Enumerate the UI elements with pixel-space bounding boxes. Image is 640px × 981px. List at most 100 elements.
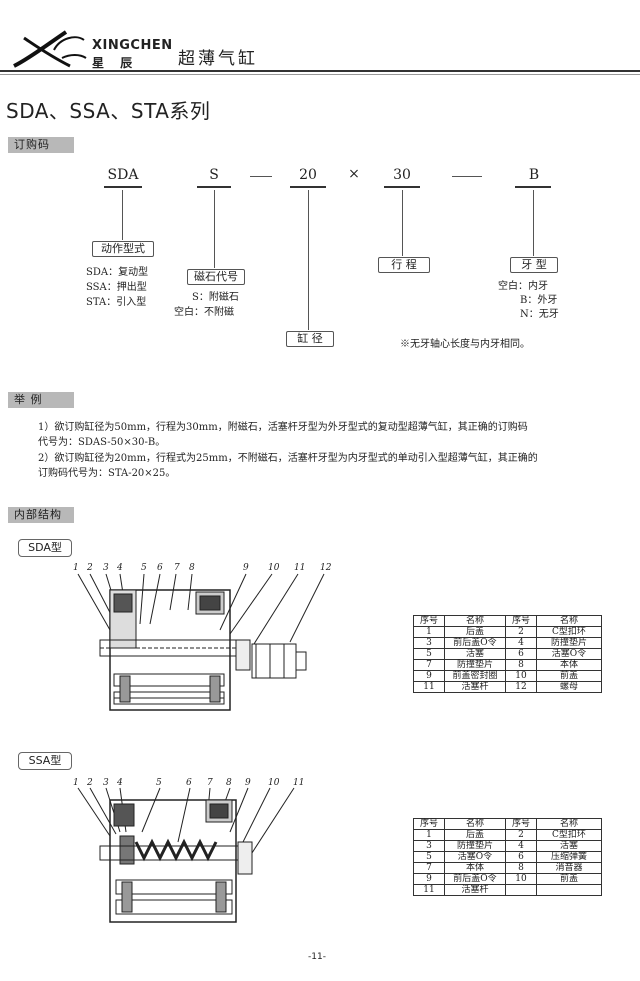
- part-number: 8: [189, 563, 195, 573]
- table-cell: 本体: [444, 862, 506, 874]
- part-number: 2: [87, 778, 93, 788]
- table-cell: 3: [413, 637, 445, 649]
- brand-name-cn: 星 辰: [92, 56, 139, 70]
- thread-note: ※无牙轴心长度与内牙相同。: [400, 339, 530, 350]
- table-cell: 4: [505, 637, 537, 649]
- table-cell: 4: [505, 840, 537, 852]
- part-number: 11: [294, 563, 306, 573]
- bore-label: 缸 径: [286, 331, 334, 347]
- table-cell: 7: [413, 659, 445, 671]
- table-header: 序号: [505, 818, 537, 830]
- part-number: 12: [320, 563, 332, 573]
- leader-line: [533, 190, 534, 256]
- table-cell: [536, 884, 602, 896]
- sda-type-label: SDA型: [18, 539, 72, 557]
- section-label-examples: 举 例: [8, 392, 74, 408]
- table-header: 序号: [413, 818, 445, 830]
- table-cell: 防撞垫片: [536, 637, 602, 649]
- code-action: SDA: [107, 167, 139, 183]
- action-option: SDA：复动型: [86, 267, 149, 278]
- table-cell: 活塞: [444, 648, 506, 660]
- header-rule-thin: [0, 74, 640, 75]
- page-number: -11-: [308, 952, 326, 962]
- table-cell: 8: [505, 659, 537, 671]
- table-cell: 1: [413, 829, 445, 841]
- code-bore: 20: [299, 167, 317, 183]
- table-cell: 10: [505, 873, 537, 885]
- leader-line: [402, 190, 403, 256]
- table-cell: 前后盖O令: [444, 873, 506, 885]
- series-title: SDA、SSA、STA系列: [6, 99, 211, 123]
- code-times: ×: [348, 166, 360, 182]
- code-underline: [197, 186, 231, 188]
- code-underline: [290, 186, 326, 188]
- brand-name: XINGCHEN: [92, 38, 173, 53]
- part-number: 2: [87, 563, 93, 573]
- code-thread: B: [528, 167, 540, 183]
- table-cell: 6: [505, 648, 537, 660]
- leader-line: [214, 190, 215, 268]
- table-cell: 活塞O令: [536, 648, 602, 660]
- magnet-option: 空白：不附磁: [174, 307, 234, 318]
- part-number: 1: [73, 563, 79, 573]
- code-underline: [515, 186, 551, 188]
- table-cell: 活塞杆: [444, 681, 506, 693]
- part-number: 5: [156, 778, 162, 788]
- ssa-cylinder-drawing: [77, 787, 295, 923]
- thread-option: N：无牙: [520, 309, 559, 320]
- table-cell: 8: [505, 862, 537, 874]
- part-number: 10: [268, 778, 280, 788]
- part-number: 10: [268, 563, 280, 573]
- example-line: 2）欲订购缸径为20mm，行程式为25mm，不附磁石，活塞杆牙型为内牙型式的单动…: [38, 453, 538, 464]
- table-header: 名称: [536, 818, 602, 830]
- part-number: 6: [157, 563, 163, 573]
- table-cell: 压缩弹簧: [536, 851, 602, 863]
- table-cell: 7: [413, 862, 445, 874]
- table-cell: 活塞杆: [444, 884, 506, 896]
- leader-line: [308, 190, 309, 330]
- action-option: SSA：押出型: [86, 282, 147, 293]
- table-header: 序号: [413, 615, 445, 627]
- section-label-structure: 内部结构: [8, 507, 74, 523]
- part-number: 3: [103, 778, 109, 788]
- table-cell: 3: [413, 840, 445, 852]
- table-cell: 后盖: [444, 626, 506, 638]
- table-cell: 后盖: [444, 829, 506, 841]
- table-cell: 活塞O令: [444, 851, 506, 863]
- example-line: 代号为：SDAS-50×30-B。: [38, 437, 166, 448]
- table-cell: 本体: [536, 659, 602, 671]
- table-cell: 5: [413, 648, 445, 660]
- table-cell: C型扣环: [536, 626, 602, 638]
- part-number: 9: [243, 563, 249, 573]
- thread-option: 空白：内牙: [498, 281, 548, 292]
- table-cell: 防撞垫片: [444, 659, 506, 671]
- example-line: 1）欲订购缸径为50mm，行程为30mm，附磁石，活塞杆牙型为外牙型式的复动型超…: [38, 422, 528, 433]
- example-line: 订购码代号为：STA-20×25。: [38, 468, 176, 479]
- table-cell: 前盖密封圈: [444, 670, 506, 682]
- table-cell: 2: [505, 626, 537, 638]
- table-cell: [505, 884, 537, 896]
- thread-option: B：外牙: [520, 295, 558, 306]
- part-number: 7: [207, 778, 213, 788]
- table-cell: 5: [413, 851, 445, 863]
- part-number: 4: [117, 778, 123, 788]
- action-option: STA：引入型: [86, 297, 147, 308]
- table-header: 序号: [505, 615, 537, 627]
- code-dash: [452, 176, 482, 177]
- stroke-label: 行 程: [378, 257, 430, 273]
- ssa-type-label: SSA型: [18, 752, 72, 770]
- thread-type-label: 牙 型: [510, 257, 558, 273]
- part-number: 5: [141, 563, 147, 573]
- table-header: 名称: [444, 615, 506, 627]
